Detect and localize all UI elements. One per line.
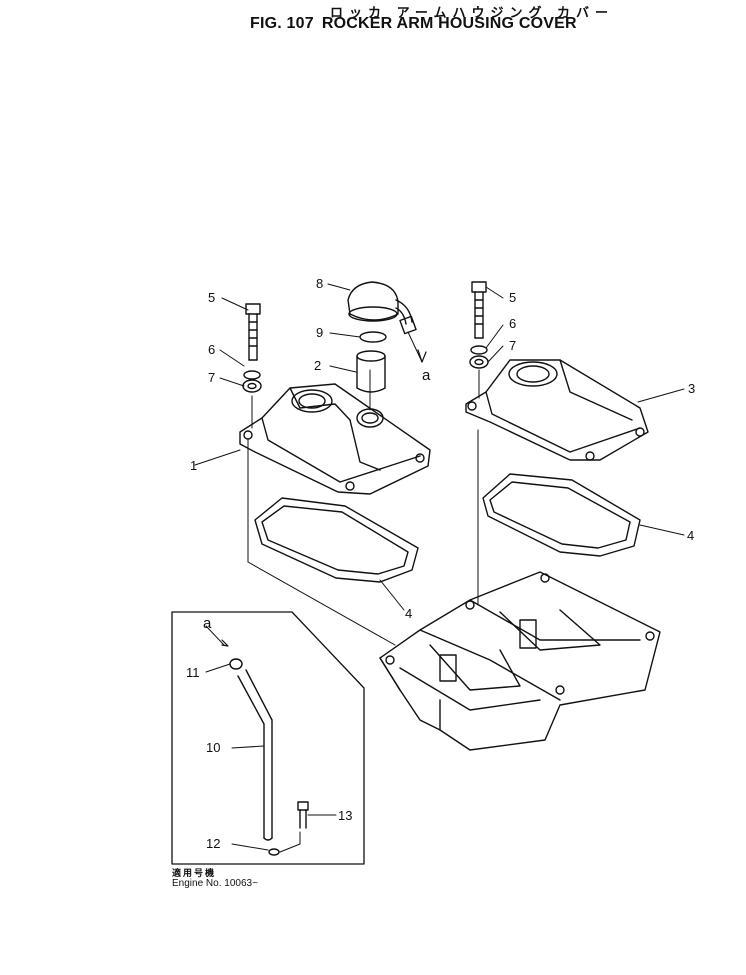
inset-clip xyxy=(268,848,280,856)
callout-10: 10 xyxy=(206,740,220,755)
callout-12: 12 xyxy=(206,836,220,851)
leader-lines xyxy=(194,283,685,851)
breather-tube xyxy=(356,350,386,393)
callout-9: 9 xyxy=(316,325,323,340)
left-gasket xyxy=(254,497,419,583)
rocker-arm-housing-base xyxy=(379,571,661,751)
breather-cap xyxy=(347,281,417,335)
assembly-lines xyxy=(247,369,480,646)
callout-5-left: 5 xyxy=(208,290,215,305)
callout-8: 8 xyxy=(316,276,323,291)
inset-detail-box xyxy=(171,611,365,865)
right-housing-cover xyxy=(465,359,649,461)
left-housing-cover xyxy=(239,383,431,495)
right-bolt xyxy=(471,281,487,339)
figure-caption: ROCKER ARM HOUSING COVER xyxy=(321,15,577,32)
left-bolt xyxy=(245,303,261,361)
callout-4-left: 4 xyxy=(405,606,412,621)
callout-2: 2 xyxy=(314,358,321,373)
callout-6-right: 6 xyxy=(509,316,516,331)
left-spring-washer xyxy=(243,370,261,380)
japanese-title: ロッカ アームハウジング カバー xyxy=(330,5,615,20)
left-washer xyxy=(242,379,262,393)
callout-7-right: 7 xyxy=(509,338,516,353)
connection-label-a-inset: a xyxy=(203,615,212,632)
callout-7-left: 7 xyxy=(208,370,215,385)
callout-1: 1 xyxy=(190,458,197,473)
figure-title: FIG. 107 ROCKER ARM HOUSING COVER xyxy=(250,15,585,33)
inset-nut xyxy=(229,658,243,670)
callout-5-right: 5 xyxy=(509,290,516,305)
engine-number-note: Engine No. 10063~ xyxy=(172,878,258,889)
o-ring xyxy=(359,331,387,343)
callout-11: 11 xyxy=(186,665,200,680)
inset-pipe xyxy=(237,669,273,841)
right-gasket xyxy=(482,473,641,557)
connection-label-a-main: a xyxy=(422,367,431,384)
callout-4-right: 4 xyxy=(687,528,694,543)
right-spring-washer xyxy=(470,345,488,355)
right-washer xyxy=(469,355,489,369)
callout-6-left: 6 xyxy=(208,342,215,357)
callout-13: 13 xyxy=(338,808,352,823)
applicability-label: 適用号機 xyxy=(172,868,217,878)
callout-3: 3 xyxy=(688,381,695,396)
callout-labels: 1 2 3 4 4 5 5 6 6 7 7 8 9 10 11 12 13 a … xyxy=(186,276,695,851)
inset-bolt xyxy=(297,801,309,829)
figure-number: FIG. 107 xyxy=(250,15,314,32)
